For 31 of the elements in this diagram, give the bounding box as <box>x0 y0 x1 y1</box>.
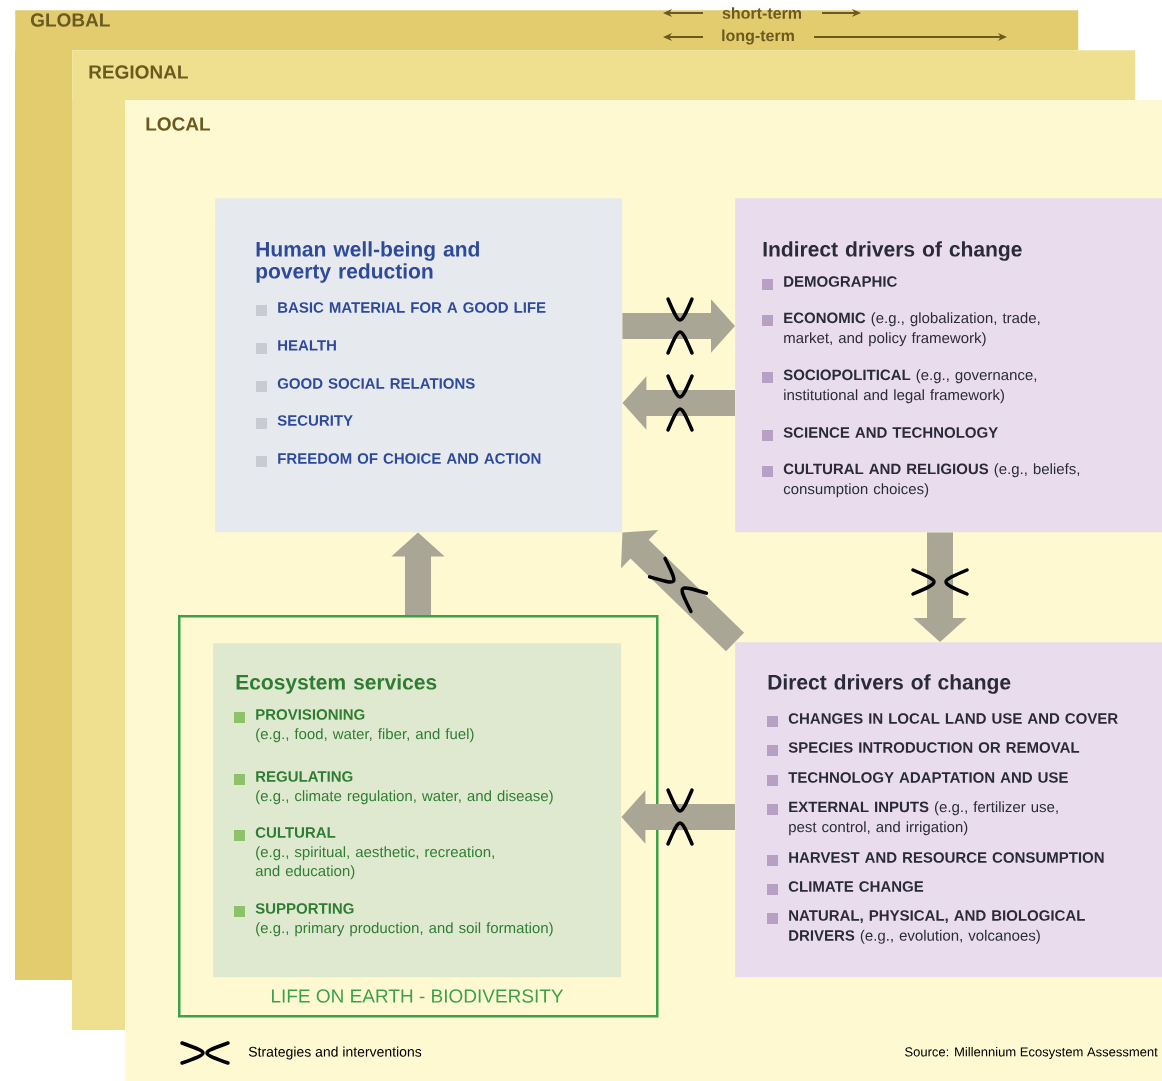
scale-panel: REGIONAL <box>72 50 1136 101</box>
item-description: (e.g., spiritual, aesthetic, recreation, and education) <box>255 846 494 880</box>
list-item: EXTERNAL INPUTS (e.g., fertilizer use, pest control, and irrigation) <box>767 801 1058 836</box>
legend-label: Strategies and interventions <box>248 1046 422 1060</box>
list-item: ECONOMIC (e.g., globalization, trade, market, and policy framework) <box>762 312 1040 347</box>
arrow <box>621 530 745 652</box>
list-item: BASIC MATERIAL FOR A GOOD LIFE <box>256 302 546 316</box>
term-label: long-term <box>722 29 794 45</box>
list-item: SCIENCE AND TECHNOLOGY <box>762 427 998 441</box>
item-description: (e.g., climate regulation, water, and disease) <box>256 790 553 805</box>
source-note: Source: Millennium Ecosystem Assessment <box>905 1046 1158 1060</box>
item-description: (e.g., primary production, and soil formation) <box>256 922 553 937</box>
list-item: DEMOGRAPHIC <box>762 276 897 290</box>
list-item: HEALTH <box>256 340 336 354</box>
list-item: TECHNOLOGY ADAPTATION AND USE <box>767 772 1068 786</box>
list-item: CULTURAL <box>234 827 336 841</box>
term-label: short-term <box>722 7 801 19</box>
list-item: SPECIES INTRODUCTION OR REMOVAL <box>767 742 1080 756</box>
list-item: SUPPORTING <box>234 903 354 917</box>
list-item: CLIMATE CHANGE <box>767 881 924 895</box>
list-item: HARVEST AND RESOURCE CONSUMPTION <box>767 852 1104 866</box>
list-item: SOCIOPOLITICAL (e.g., governance, institutional and legal framework) <box>762 369 1037 404</box>
list-item: GOOD SOCIAL RELATIONS <box>256 378 475 392</box>
list-item: CULTURAL AND RELIGIOUS (e.g., beliefs, consumption choices) <box>762 463 1080 498</box>
list-item: PROVISIONING <box>234 709 365 723</box>
item-description: (e.g., food, water, fiber, and fuel) <box>256 728 474 743</box>
list-item: CHANGES IN LOCAL LAND USE AND COVER <box>767 713 1118 727</box>
list-item: NATURAL, PHYSICAL, AND BIOLOGICAL DRIVERS (e.g., evolution, volcanoes) <box>767 910 1085 944</box>
list-item: SECURITY <box>256 415 353 429</box>
list-item: REGULATING <box>234 771 353 785</box>
list-item: FREEDOM OF CHOICE AND ACTION <box>256 453 541 467</box>
